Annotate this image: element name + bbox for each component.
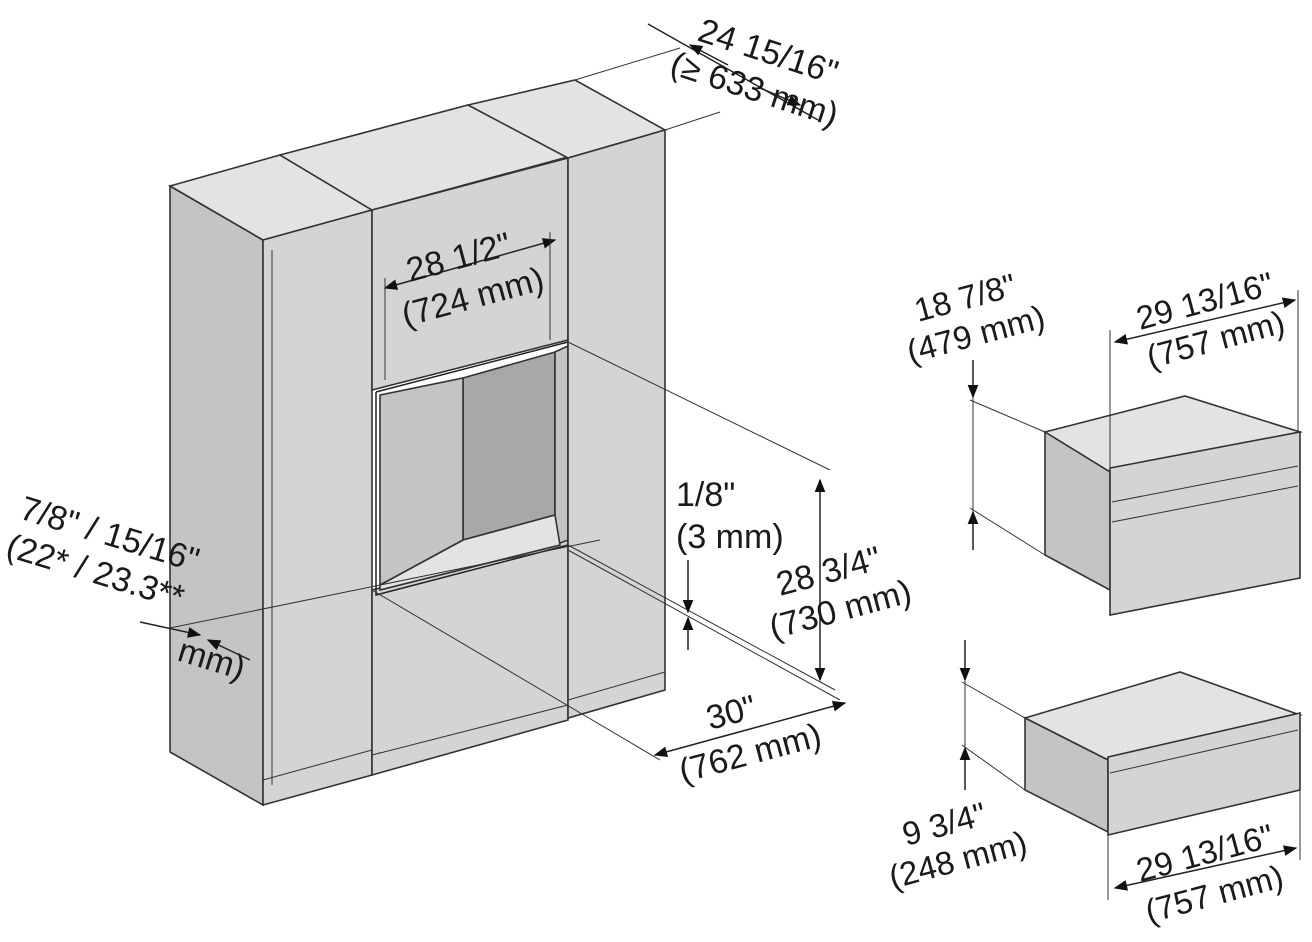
left-cabinet-side: [169, 184, 264, 807]
niche-width-dimension-line: [383, 238, 557, 290]
dimension-labels: 24 15/16" (≥ 633 mm) 28 1/2" (724 mm) 1/…: [2, 11, 1288, 929]
cabinet-assembly: [167, 79, 668, 807]
drawer-width-dimension-line: [1113, 845, 1298, 891]
niche-back-wall: [462, 350, 556, 542]
cabinet-width-dimension-line: [653, 700, 847, 758]
gap-imperial: 1/8": [676, 476, 735, 514]
oven-control-strip: [1111, 465, 1299, 503]
cabinet-dimension-lines: [139, 23, 847, 761]
oven-front: [1109, 431, 1301, 616]
cabinet-width-imperial: 30": [702, 688, 760, 738]
oven-appliance: [967, 290, 1304, 616]
oven-width-dimension-line: [1113, 297, 1297, 345]
left-cabinet-plinth-line: [262, 749, 373, 781]
drawer-handle-line: [1109, 729, 1299, 774]
oven-door-line: [1111, 485, 1299, 523]
niche-left-wall: [379, 377, 464, 587]
left-cabinet-front: [262, 208, 373, 807]
right-cabinet-plinth-line: [567, 671, 666, 701]
gap-metric: (3 mm): [676, 518, 784, 556]
lower-plinth-line: [371, 704, 569, 756]
niche-right-wall: [554, 344, 569, 547]
warming-drawer: [959, 640, 1303, 900]
right-cabinet-front: [567, 128, 666, 720]
